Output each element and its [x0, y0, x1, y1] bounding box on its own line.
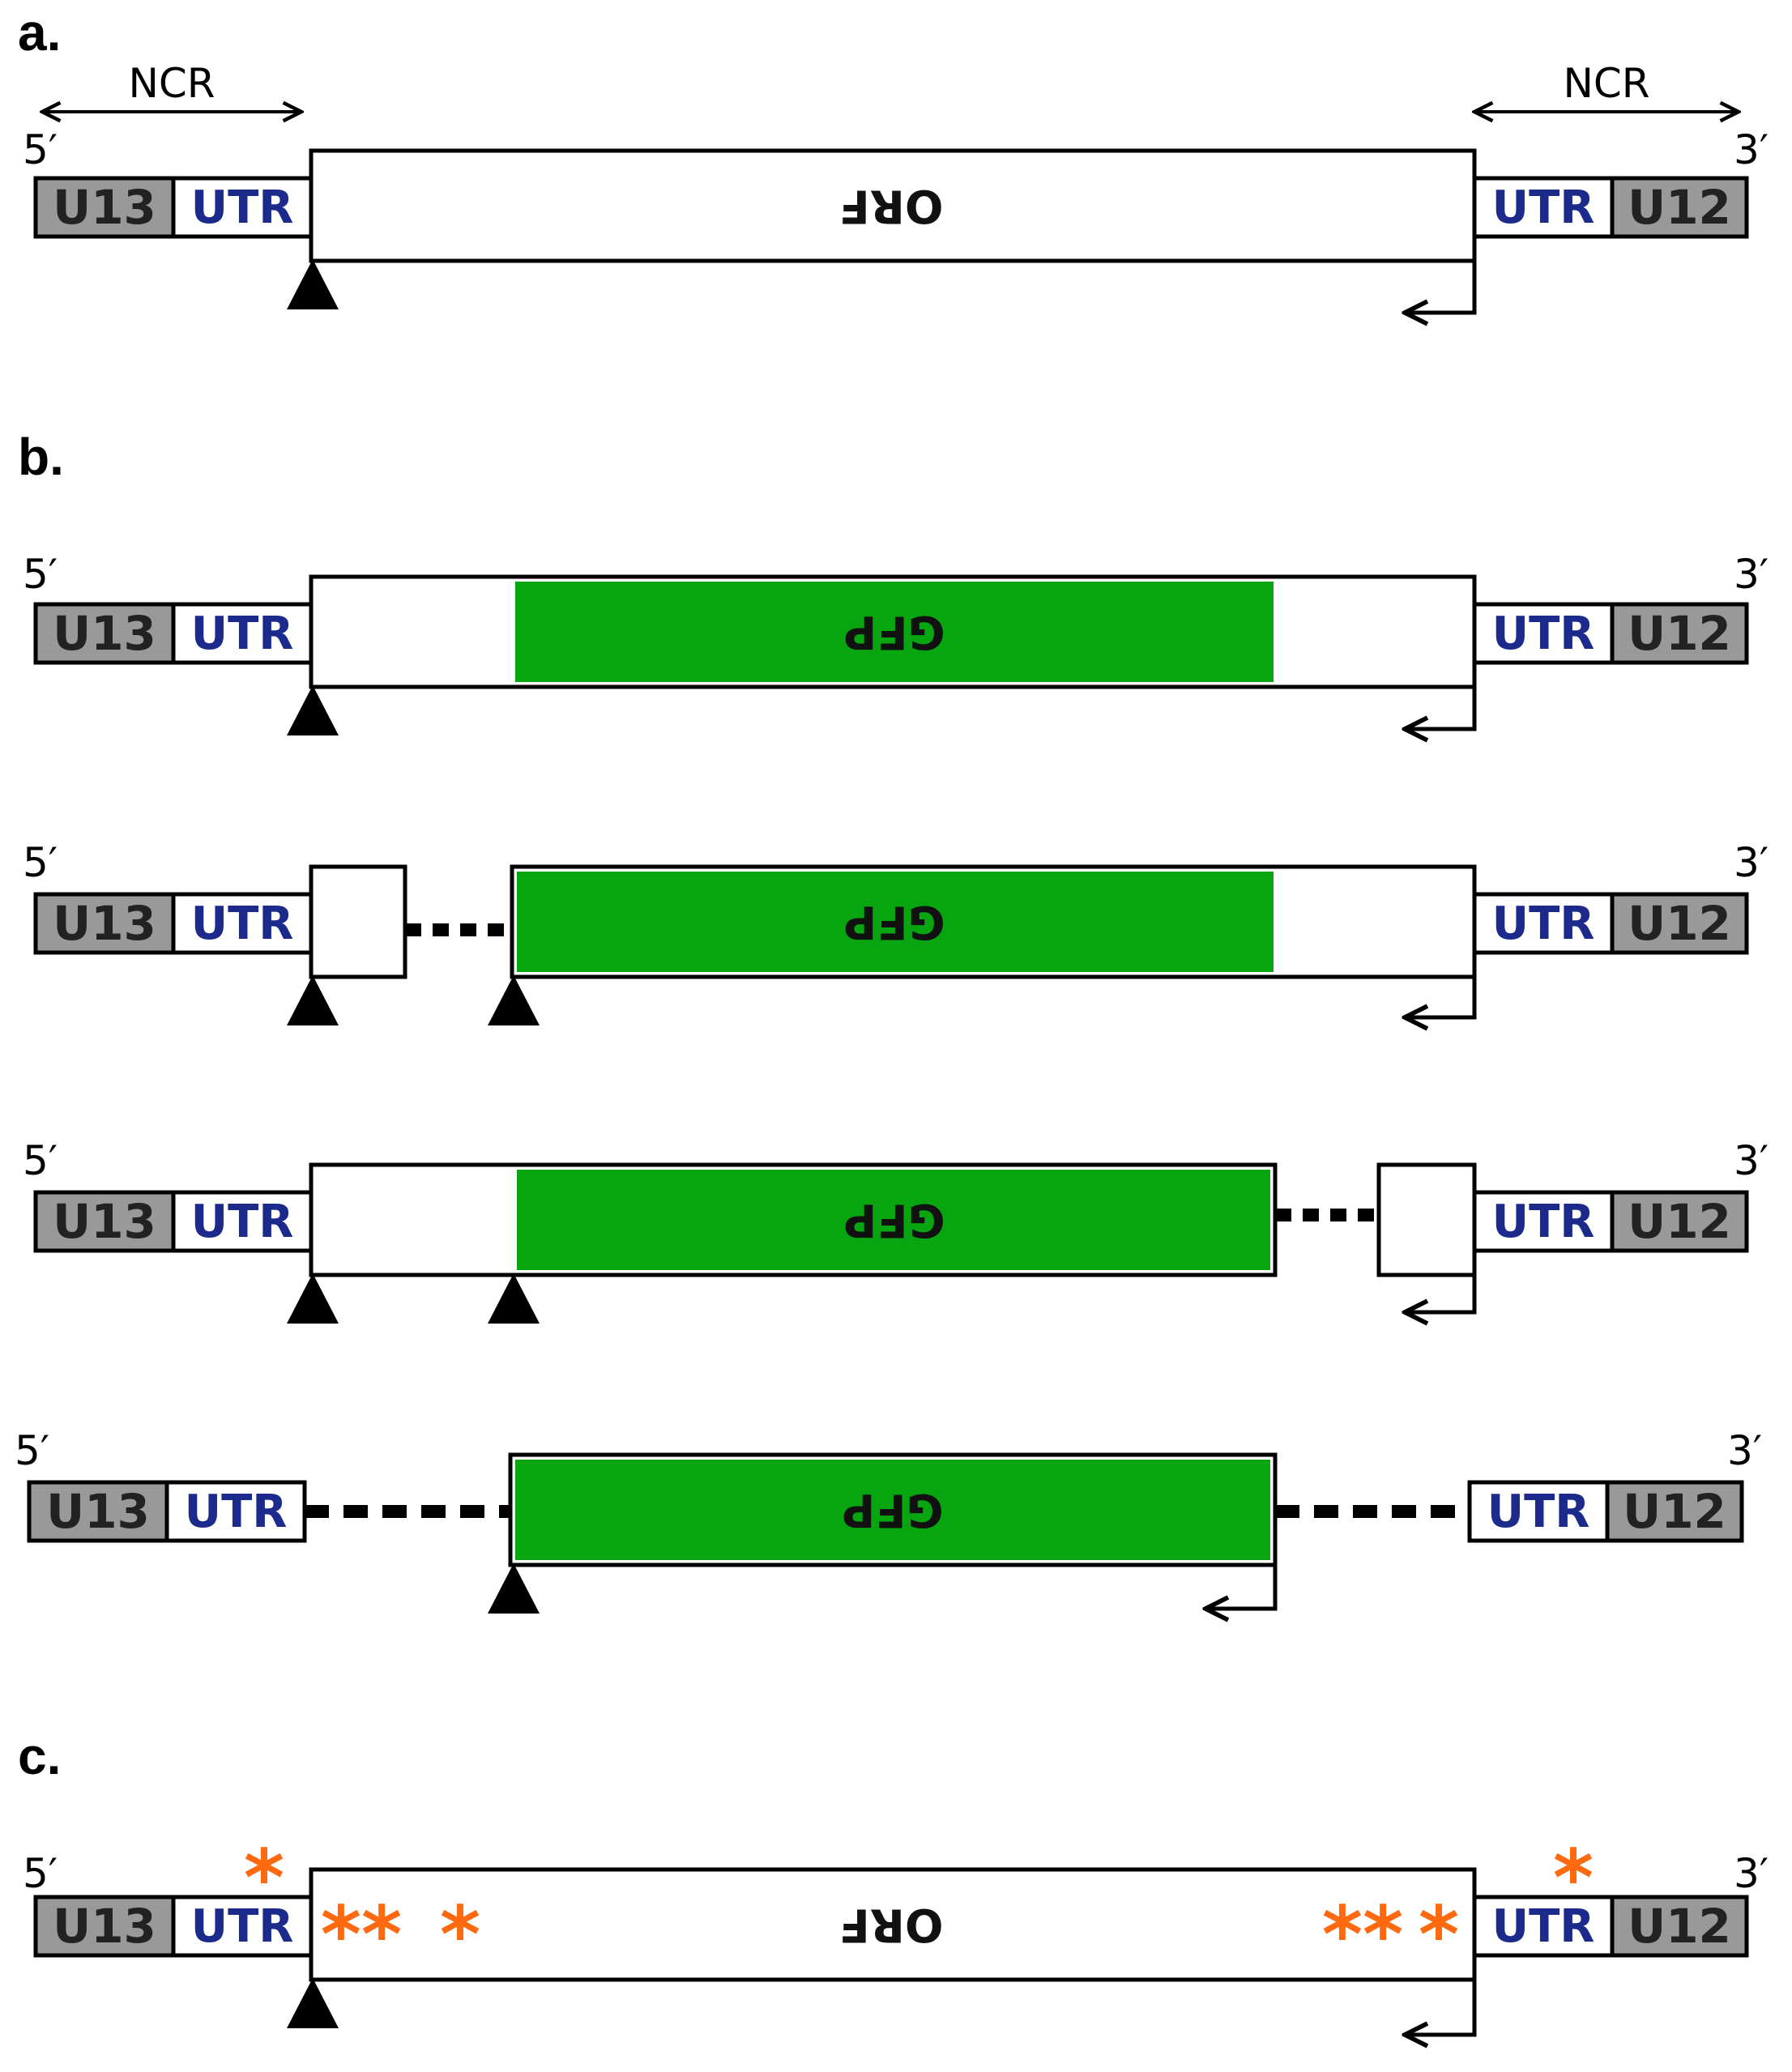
utr-right-label: UTR [1492, 897, 1595, 950]
u13-label: U13 [53, 606, 156, 661]
panel-label-c: c. [18, 1727, 61, 1785]
panel-b: b. 5′ 3′ U13 UTR GFP UTR U12 5′ 3′ U13 [15, 428, 1769, 1614]
utr-left-box [171, 602, 314, 665]
gfp-insert [517, 872, 1274, 972]
u13-label: U13 [53, 896, 156, 951]
ncr-left-label: NCR [128, 60, 215, 107]
five-prime-label: 5′ [23, 1850, 58, 1897]
three-prime-label: 3′ [1734, 551, 1769, 598]
panel-a: a. NCR NCR 5′ 3′ U13 UTR ORF UTR U12 [18, 3, 1769, 313]
utr-right-box [1472, 1190, 1615, 1253]
gfp-label: GFP [843, 896, 945, 949]
utr-right-label: UTR [1492, 1900, 1595, 1953]
u12-label: U12 [1623, 1484, 1726, 1539]
utr-left-label: UTR [191, 1900, 294, 1953]
construct-row-4: 5′ 3′ U13 UTR GFP UTR U12 [15, 1427, 1762, 1614]
reverse-start-arrow [1205, 1565, 1278, 1609]
start-triangle-marker-2 [488, 1273, 540, 1324]
mutation-stars-orf-left-pair: ** [321, 1890, 402, 1980]
u12-label: U12 [1628, 1194, 1731, 1249]
u12-box [1610, 602, 1749, 665]
five-prime-label: 5′ [23, 1137, 58, 1184]
three-prime-label: 3′ [1734, 839, 1769, 886]
three-prime-label: 3′ [1734, 126, 1769, 173]
mutation-stars-orf-right-pair: ** [1322, 1890, 1403, 1980]
u13-label: U13 [53, 1899, 156, 1954]
u12-box [1610, 1190, 1749, 1253]
u12-box [1605, 1480, 1744, 1543]
utr-left-label: UTR [191, 181, 294, 234]
construct-row-3: 5′ 3′ U13 UTR GFP UTR U12 [23, 1137, 1769, 1324]
reverse-start-arrow [1405, 1275, 1477, 1312]
gfp-label: GFP [843, 1194, 945, 1247]
u13-box [33, 602, 176, 665]
utr-left-label: UTR [191, 1196, 294, 1248]
gfp-label: GFP [843, 606, 945, 659]
u13-label: U13 [53, 180, 156, 235]
utr-left-box [171, 1895, 314, 1958]
orf-label: ORF [839, 1899, 944, 1951]
ncr-right-label: NCR [1563, 60, 1649, 107]
five-prime-label: 5′ [15, 1427, 49, 1474]
utr-right-box [1472, 176, 1615, 239]
orf-fragment-box [1376, 1162, 1477, 1277]
reverse-start-arrow [1405, 977, 1477, 1017]
five-prime-label: 5′ [23, 126, 58, 173]
panel-c: c. 5′ 3′ U13 UTR ORF UTR U12 * ** * ** *… [18, 1727, 1769, 2035]
gfp-label: GFP [842, 1484, 943, 1537]
utr-left-label: UTR [185, 1486, 288, 1538]
start-triangle-marker-2 [488, 975, 540, 1025]
orf-box [309, 148, 1477, 263]
gfp-insert [517, 1170, 1270, 1270]
mutation-star-utr-right: * [1553, 1833, 1594, 1924]
start-triangle-marker [287, 1273, 339, 1324]
utr-right-box [1467, 1480, 1610, 1543]
start-triangle-marker [488, 1563, 540, 1614]
orf-fragment-box [309, 864, 407, 979]
utr-right-label: UTR [1492, 181, 1595, 234]
start-triangle-marker [287, 975, 339, 1025]
construct-row-2: 5′ 3′ U13 UTR GFP UTR U12 [23, 839, 1769, 1025]
u12-label: U12 [1628, 606, 1731, 661]
mutation-star-utr-left: * [244, 1833, 284, 1924]
mutation-star-orf-left: * [440, 1890, 480, 1980]
u13-box [33, 892, 176, 955]
gfp-insert [515, 1460, 1270, 1560]
u13-box [27, 1480, 169, 1543]
orf-box [309, 1867, 1477, 1982]
reverse-start-arrow [1405, 1980, 1477, 2035]
three-prime-label: 3′ [1734, 1850, 1769, 1897]
u12-box [1610, 176, 1749, 239]
utr-right-label: UTR [1492, 608, 1595, 660]
u13-label: U13 [53, 1194, 156, 1249]
three-prime-label: 3′ [1727, 1427, 1762, 1474]
start-triangle-marker [287, 259, 339, 309]
utr-left-box [171, 1190, 314, 1253]
start-triangle-marker [287, 1978, 339, 2028]
u13-label: U13 [46, 1484, 150, 1539]
u12-label: U12 [1628, 1899, 1731, 1954]
u12-label: U12 [1628, 180, 1731, 235]
panel-label-a: a. [18, 3, 61, 62]
panel-label-b: b. [18, 428, 64, 486]
utr-left-label: UTR [191, 897, 294, 950]
u12-box [1610, 1895, 1749, 1958]
three-prime-label: 3′ [1734, 1137, 1769, 1184]
five-prime-label: 5′ [23, 839, 58, 886]
utr-right-label: UTR [1492, 1196, 1595, 1248]
orf-label: ORF [839, 180, 944, 232]
reverse-start-arrow [1405, 687, 1477, 729]
start-triangle-marker [287, 685, 339, 735]
u13-box [33, 1895, 176, 1958]
mutation-star-orf-right: * [1419, 1890, 1459, 1980]
construct-row-1: 5′ 3′ U13 UTR GFP UTR U12 [23, 551, 1769, 735]
u12-label: U12 [1628, 896, 1731, 951]
u12-box [1610, 892, 1749, 955]
five-prime-label: 5′ [23, 551, 58, 598]
utr-left-label: UTR [191, 608, 294, 660]
utr-right-label: UTR [1487, 1486, 1590, 1538]
gfp-insert [515, 582, 1274, 682]
reverse-start-arrow [1405, 261, 1477, 313]
